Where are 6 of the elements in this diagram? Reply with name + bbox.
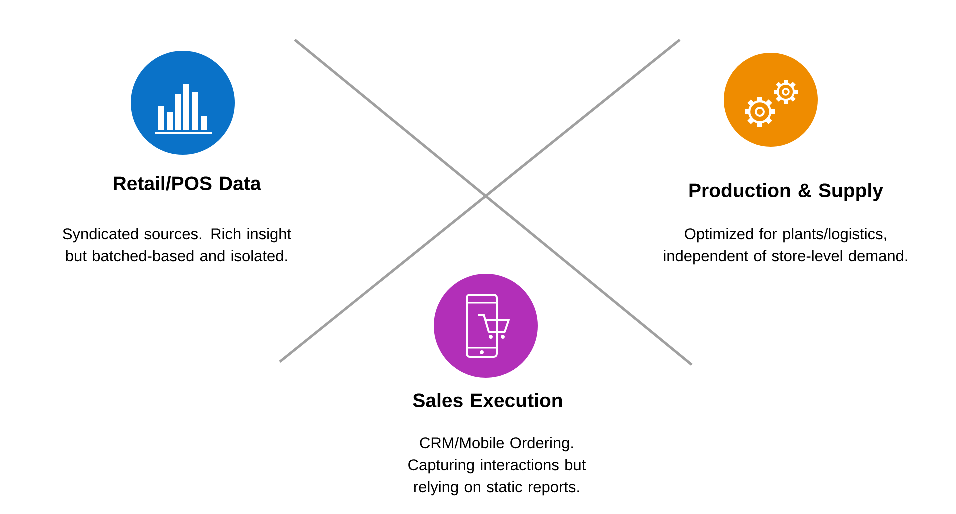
description: Optimized for plants/logistics, independent of store-level demand. — [664, 228, 908, 265]
heading: Production & Supply — [690, 183, 884, 202]
description: Syndicated sources. Rich insight but batched-based and isolated. — [63, 228, 292, 262]
heading: Retail/POS Data — [114, 176, 262, 191]
heading: Sales Execution — [413, 393, 562, 408]
description: CRM/Mobile Ordering. Capturing interactions but relying on static reports. — [408, 437, 586, 496]
